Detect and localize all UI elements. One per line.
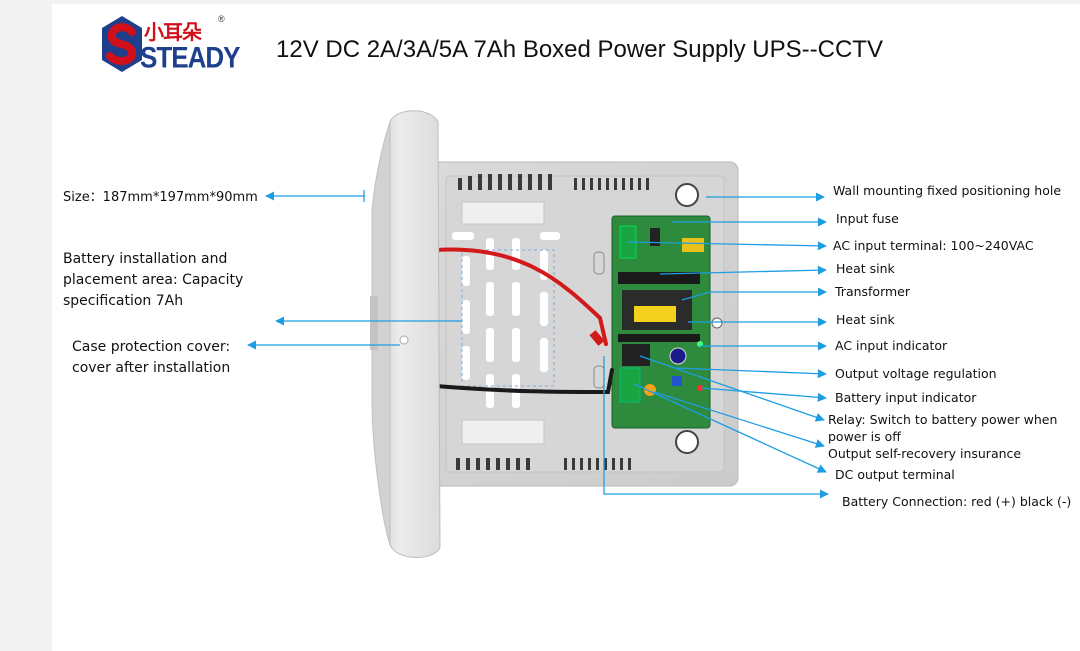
callout-battery-connection: Battery Connection: red (+) black (-) [842, 494, 1072, 509]
callout-relay-line1: Relay: Switch to battery power when [828, 412, 1058, 427]
callout-ac-input-terminal: AC input terminal: 100~240VAC [833, 238, 1034, 253]
callout-heat-sink-top: Heat sink [836, 261, 895, 276]
size-label: Size：187mm*197mm*90mm [63, 190, 258, 205]
case-cover-label: Case protection cover: cover after insta… [72, 339, 231, 376]
page-title: 12V DC 2A/3A/5A 7Ah Boxed Power Supply U… [276, 36, 883, 63]
brand-logo: 小耳朵 ® STEADY [100, 14, 240, 75]
logo-registered-mark: ® [218, 14, 225, 24]
callout-relay-line2: power is off [828, 429, 901, 444]
callout-dc-output-terminal: DC output terminal [835, 467, 955, 482]
callout-ac-indicator: AC input indicator [835, 338, 948, 353]
callout-self-recovery-fuse: Output self-recovery insurance [828, 446, 1022, 461]
callout-input-fuse: Input fuse [836, 211, 899, 226]
callout-transformer: Transformer [835, 284, 911, 299]
callout-heat-sink-bottom: Heat sink [836, 312, 895, 327]
callout-mounting-hole: Wall mounting fixed positioning hole [833, 183, 1062, 198]
logo-english-text: STEADY [140, 40, 240, 75]
logo-emblem-icon [102, 16, 142, 72]
callout-voltage-regulation: Output voltage regulation [835, 366, 997, 381]
callout-battery-indicator: Battery input indicator [835, 390, 977, 405]
battery-area-label: Battery installation and placement area:… [63, 251, 244, 309]
page-background [52, 4, 1080, 651]
logo-chinese-text: 小耳朵 [144, 20, 202, 44]
